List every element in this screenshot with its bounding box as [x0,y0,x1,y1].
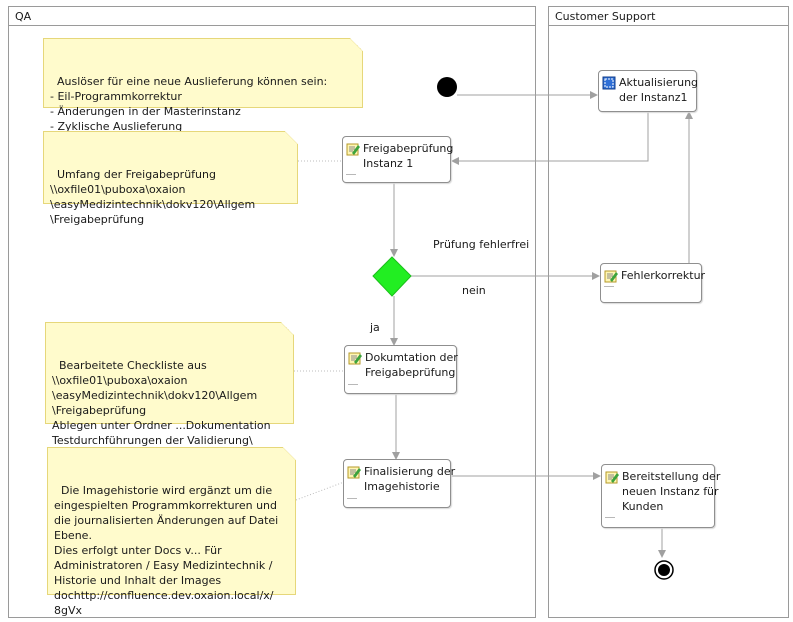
activity-label: Freigabeprüfung Instanz 1 [363,142,454,170]
activity-release-check[interactable]: Freigabeprüfung Instanz 1 [342,136,454,183]
decision-node [372,256,412,297]
task-icon [602,76,616,90]
note-trigger: Auslöser für eine neue Auslieferung könn… [43,38,363,133]
flow-label-yes: ja [370,321,380,334]
activity-error-fix[interactable]: Fehlerkorrektur [600,263,706,303]
note-imagehistory-text: Die Imagehistorie wird ergänzt um die ei… [54,484,279,617]
activity-documentation[interactable]: Dokumtation der Freigabeprüfung [344,345,458,394]
flow-label-check-ok: Prüfung fehlerfrei [433,238,530,251]
activity-separator [348,384,358,385]
note-checklist: Bearbeitete Checkliste aus \\oxfile01\pu… [45,322,294,447]
end-node-inner [658,564,670,576]
note-fold [283,447,296,460]
activity-separator [347,498,357,499]
note-trigger-text: Auslöser für eine neue Auslieferung könn… [50,75,328,133]
note-pencil-icon [604,270,618,283]
note-imagehistory: Die Imagehistorie wird ergänzt um die ei… [47,447,296,617]
note-fold [285,131,298,144]
note-checklist-text: Bearbeitete Checkliste aus \\oxfile01\pu… [52,359,271,447]
activity-label: Dokumtation der Freigabeprüfung [365,351,458,379]
activity-label: Finalisierung der Imagehistorie [364,465,456,493]
note-pencil-icon [347,466,361,479]
activity-update-instance[interactable]: Aktualisierung der Instanz1 [598,70,699,112]
note-fold [281,322,294,335]
lane-title-qa: QA [9,7,535,26]
note-fold [350,38,363,51]
flow-label-no: nein [462,284,486,297]
lane-title-customer-support: Customer Support [549,7,788,26]
activity-label: Aktualisierung der Instanz1 [619,76,699,104]
note-pencil-icon [605,471,619,484]
activity-separator [605,517,615,518]
note-pencil-icon [348,352,362,365]
note-link-imagehistory [295,481,345,501]
activity-finalize[interactable]: Finalisierung der Imagehistorie [343,459,455,508]
start-node [437,77,457,97]
activity-provide-instance[interactable]: Bereitstellung der neuen Instanz für Kun… [601,464,720,528]
activity-separator [604,286,614,287]
activity-label: Bereitstellung der neuen Instanz für Kun… [622,470,721,513]
edge-update-to-check [451,111,649,165]
activity-separator [346,174,356,175]
note-scope-text: Umfang der Freigabeprüfung \\oxfile01\pu… [50,168,256,226]
note-pencil-icon [346,143,360,156]
activity-label: Fehlerkorrektur [621,269,706,282]
note-scope: Umfang der Freigabeprüfung \\oxfile01\pu… [43,131,298,226]
